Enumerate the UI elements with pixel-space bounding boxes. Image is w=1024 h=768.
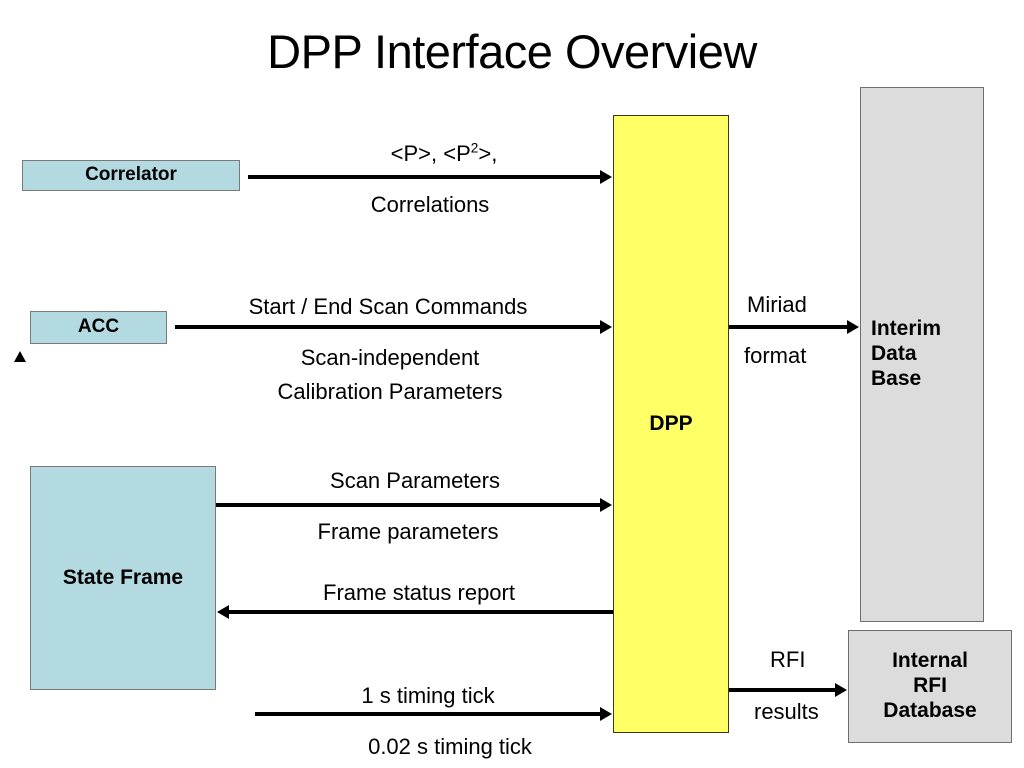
node-state-frame[interactable]: State Frame <box>30 466 216 690</box>
label-correlator-to-dpp-above: <P>, <P2>, <box>391 139 498 168</box>
label-acc-to-dpp-below-line2: Calibration Parameters <box>277 379 503 404</box>
label-correlator-p-superscript: 2 <box>470 140 479 156</box>
rfidb-line-1: Internal <box>892 649 968 673</box>
node-interim-data-base[interactable]: Interim Data Base <box>860 87 984 622</box>
label-rfi: RFI <box>770 647 806 672</box>
label-timing-tick-below: 0.02 s timing tick <box>368 734 532 759</box>
label-correlator-p-post: >, <box>478 141 498 166</box>
arrow-acc-to-dpp <box>175 325 601 329</box>
label-acc-to-dpp-below-line1: Scan-independent <box>300 345 480 370</box>
label-format: format <box>744 343 807 368</box>
label-state-frame-scan-parameters: Scan Parameters <box>330 468 500 493</box>
label-correlator-p-pre: <P>, <P <box>390 141 471 166</box>
node-state-frame-label: State Frame <box>62 565 184 589</box>
arrow-timing-tick-to-dpp <box>255 712 601 716</box>
node-correlator-label: Correlator <box>85 164 177 186</box>
label-miriad: Miriad <box>747 292 807 317</box>
label-timing-tick-above: 1 s timing tick <box>361 683 495 708</box>
label-rfi-results: results <box>754 699 819 724</box>
node-interim-data-base-text: Interim Data Base <box>871 317 941 391</box>
arrow-correlator-to-dpp <box>248 175 601 179</box>
node-acc-label: ACC <box>77 316 120 338</box>
node-dpp-label: DPP <box>649 411 693 435</box>
node-dpp[interactable]: DPP <box>613 115 729 733</box>
arrow-dpp-to-state-frame <box>228 610 613 614</box>
interim-line-2: Data <box>871 342 917 366</box>
label-correlator-to-dpp-below: Correlations <box>370 192 490 217</box>
rfidb-line-2: RFI <box>913 674 947 698</box>
arrow-dpp-to-interim-data-base <box>729 325 848 329</box>
label-acc-to-dpp-above: Start / End Scan Commands <box>248 294 528 319</box>
label-state-frame-frame-parameters: Frame parameters <box>317 519 499 544</box>
node-internal-rfi-database[interactable]: Internal RFI Database <box>848 630 1012 743</box>
stray-triangle-marker <box>14 351 26 362</box>
arrow-state-frame-to-dpp <box>216 503 601 507</box>
page-title: DPP Interface Overview <box>267 25 757 78</box>
node-acc[interactable]: ACC <box>30 311 167 344</box>
rfidb-line-3: Database <box>883 698 977 722</box>
node-correlator[interactable]: Correlator <box>22 160 240 191</box>
node-internal-rfi-database-text: Internal RFI Database <box>883 649 976 723</box>
interim-line-3: Base <box>871 366 922 390</box>
interim-line-1: Interim <box>871 317 942 341</box>
label-dpp-frame-status-report: Frame status report <box>323 580 515 605</box>
arrow-dpp-to-internal-rfi-database <box>729 688 836 692</box>
